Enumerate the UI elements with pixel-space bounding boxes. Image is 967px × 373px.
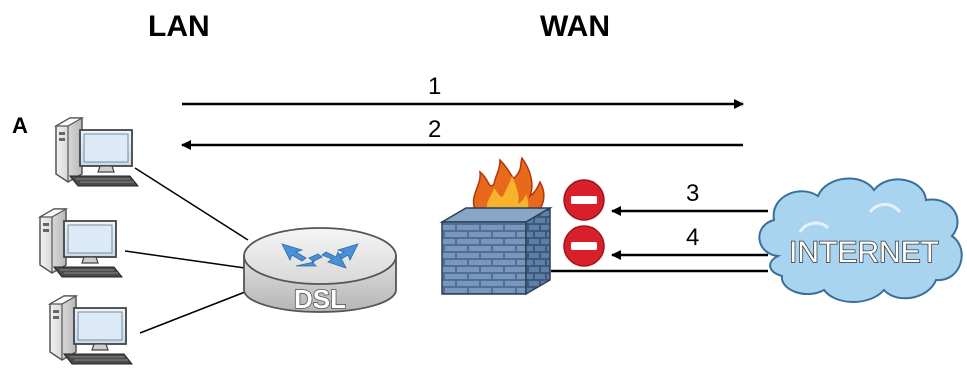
- computer-c-icon: [49, 295, 133, 365]
- arrow-1-label: 1: [428, 73, 442, 100]
- arrow-3-label: 3: [686, 180, 700, 207]
- cable-b: [124, 250, 246, 269]
- no-entry-icon: [563, 179, 605, 221]
- arrow-2-label: 2: [428, 116, 442, 143]
- wan-title: WAN: [540, 10, 610, 43]
- lan-title: LAN: [148, 10, 210, 43]
- computer-b-icon: [39, 208, 123, 278]
- cable-c: [139, 291, 246, 334]
- dsl-router-icon: [243, 227, 397, 313]
- arrow-4-label: 4: [686, 224, 700, 251]
- internet-cloud-icon: [758, 177, 963, 303]
- cloud-label: INTERNET: [789, 236, 939, 269]
- router-label: DSL: [294, 284, 346, 314]
- computer-a-label: A: [12, 113, 28, 138]
- cable-a: [134, 167, 249, 241]
- no-entry-icon: [563, 225, 605, 267]
- firewall-icon: [439, 156, 553, 296]
- computer-a-icon: [55, 117, 139, 187]
